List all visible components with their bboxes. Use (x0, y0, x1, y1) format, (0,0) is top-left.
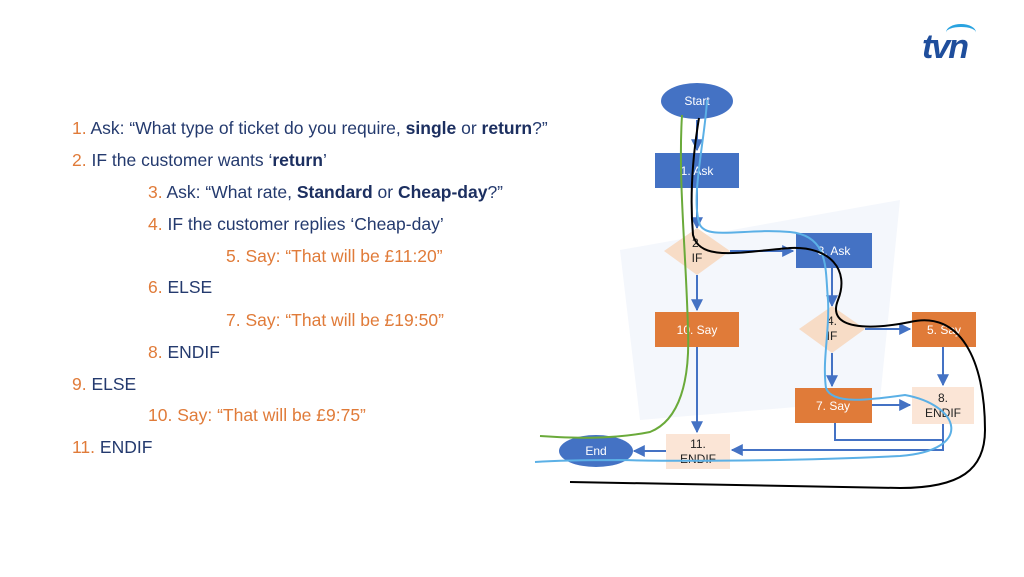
trace-black-path (569, 117, 987, 490)
tvn-logo: tvn (922, 24, 976, 64)
step-text: Ask: “What rate, (162, 182, 297, 202)
step-7: 7. Say: “That will be £19:50” (226, 309, 444, 331)
step-keyword: return (272, 150, 323, 170)
node-end: End (559, 435, 633, 467)
step-number: 8. (148, 342, 163, 362)
node-8-endif: 8. ENDIF (912, 387, 974, 424)
step-text: ?” (532, 118, 548, 138)
node-11-label-a: 11. (690, 437, 706, 451)
node-1-ask: 1. Ask (655, 153, 739, 188)
trace-green-path (539, 114, 690, 439)
node-7-say: 7. Say (795, 388, 872, 423)
step-number: 3. (148, 182, 163, 202)
node-4-if: 4. IF (799, 306, 865, 353)
end-label: End (585, 444, 606, 458)
step-keyword: return (481, 118, 533, 138)
step-keyword: single (405, 118, 457, 138)
logo-swoosh (946, 24, 976, 41)
trace-light-blue-path (534, 99, 953, 463)
step-1: 1. Ask: “What type of ticket do you requ… (72, 117, 548, 139)
step-number: 7. (226, 310, 241, 330)
step-keyword: Standard (296, 182, 373, 202)
step-9: 9. ELSE (72, 373, 136, 395)
step-10: 10. Say: “That will be £9:75” (148, 404, 366, 426)
step-text: ELSE (86, 374, 137, 394)
step-6: 6. ELSE (148, 276, 212, 298)
edge-8-loop (834, 420, 944, 441)
edge-8-11 (730, 440, 944, 456)
node-2-label-b: IF (692, 251, 703, 265)
step-11: 11. ENDIF (72, 436, 152, 458)
step-text: Say: “That will be £11:20” (240, 246, 443, 266)
step-text: ?” (487, 182, 504, 202)
step-text: ELSE (162, 277, 213, 297)
node-4-label-b: IF (827, 329, 838, 343)
node-10-say: 10. Say (655, 312, 739, 347)
step-text: Ask: “What type of ticket do you require… (86, 118, 406, 138)
step-number: 9. (72, 374, 87, 394)
step-3: 3. Ask: “What rate, Standard or Cheap-da… (148, 181, 503, 203)
node-5-say: 5. Say (912, 312, 976, 347)
step-number: 4. (148, 214, 163, 234)
node-11-endif: 11. ENDIF (666, 434, 730, 469)
step-text: Say: “That will be £19:50” (240, 310, 444, 330)
node-start: Start (661, 83, 733, 119)
step-4: 4. IF the customer replies ‘Cheap-day’ (148, 213, 444, 235)
step-number: 2. (72, 150, 87, 170)
node-11-label-b: ENDIF (680, 452, 716, 466)
step-number: 1. (72, 118, 87, 138)
step-text: or (372, 182, 398, 202)
step-text: ENDIF (162, 342, 220, 362)
node-8-label-a: 8. (938, 391, 948, 405)
step-5: 5. Say: “That will be £11:20” (226, 245, 443, 267)
step-text: or (456, 118, 482, 138)
node-5-label: 5. Say (927, 323, 961, 337)
step-number: 6. (148, 277, 163, 297)
step-text: ENDIF (95, 437, 153, 457)
node-7-label: 7. Say (816, 399, 850, 413)
step-text: Say: “That will be £9:75” (172, 405, 366, 425)
step-keyword: Cheap-day (397, 182, 488, 202)
node-1-label: 1. Ask (681, 164, 715, 178)
step-text: IF the customer replies ‘Cheap-day’ (162, 214, 444, 234)
node-4-label-a: 4. (827, 314, 837, 328)
step-text: ’ (322, 150, 327, 170)
start-label: Start (684, 94, 710, 108)
step-number: 11. (72, 437, 96, 457)
step-text: IF the customer wants ‘ (86, 150, 273, 170)
step-number: 10. (148, 405, 173, 425)
node-10-label: 10. Say (677, 323, 718, 337)
step-number: 5. (226, 246, 241, 266)
step-8: 8. ENDIF (148, 341, 220, 363)
step-2: 2. IF the customer wants ‘return’ (72, 149, 327, 171)
